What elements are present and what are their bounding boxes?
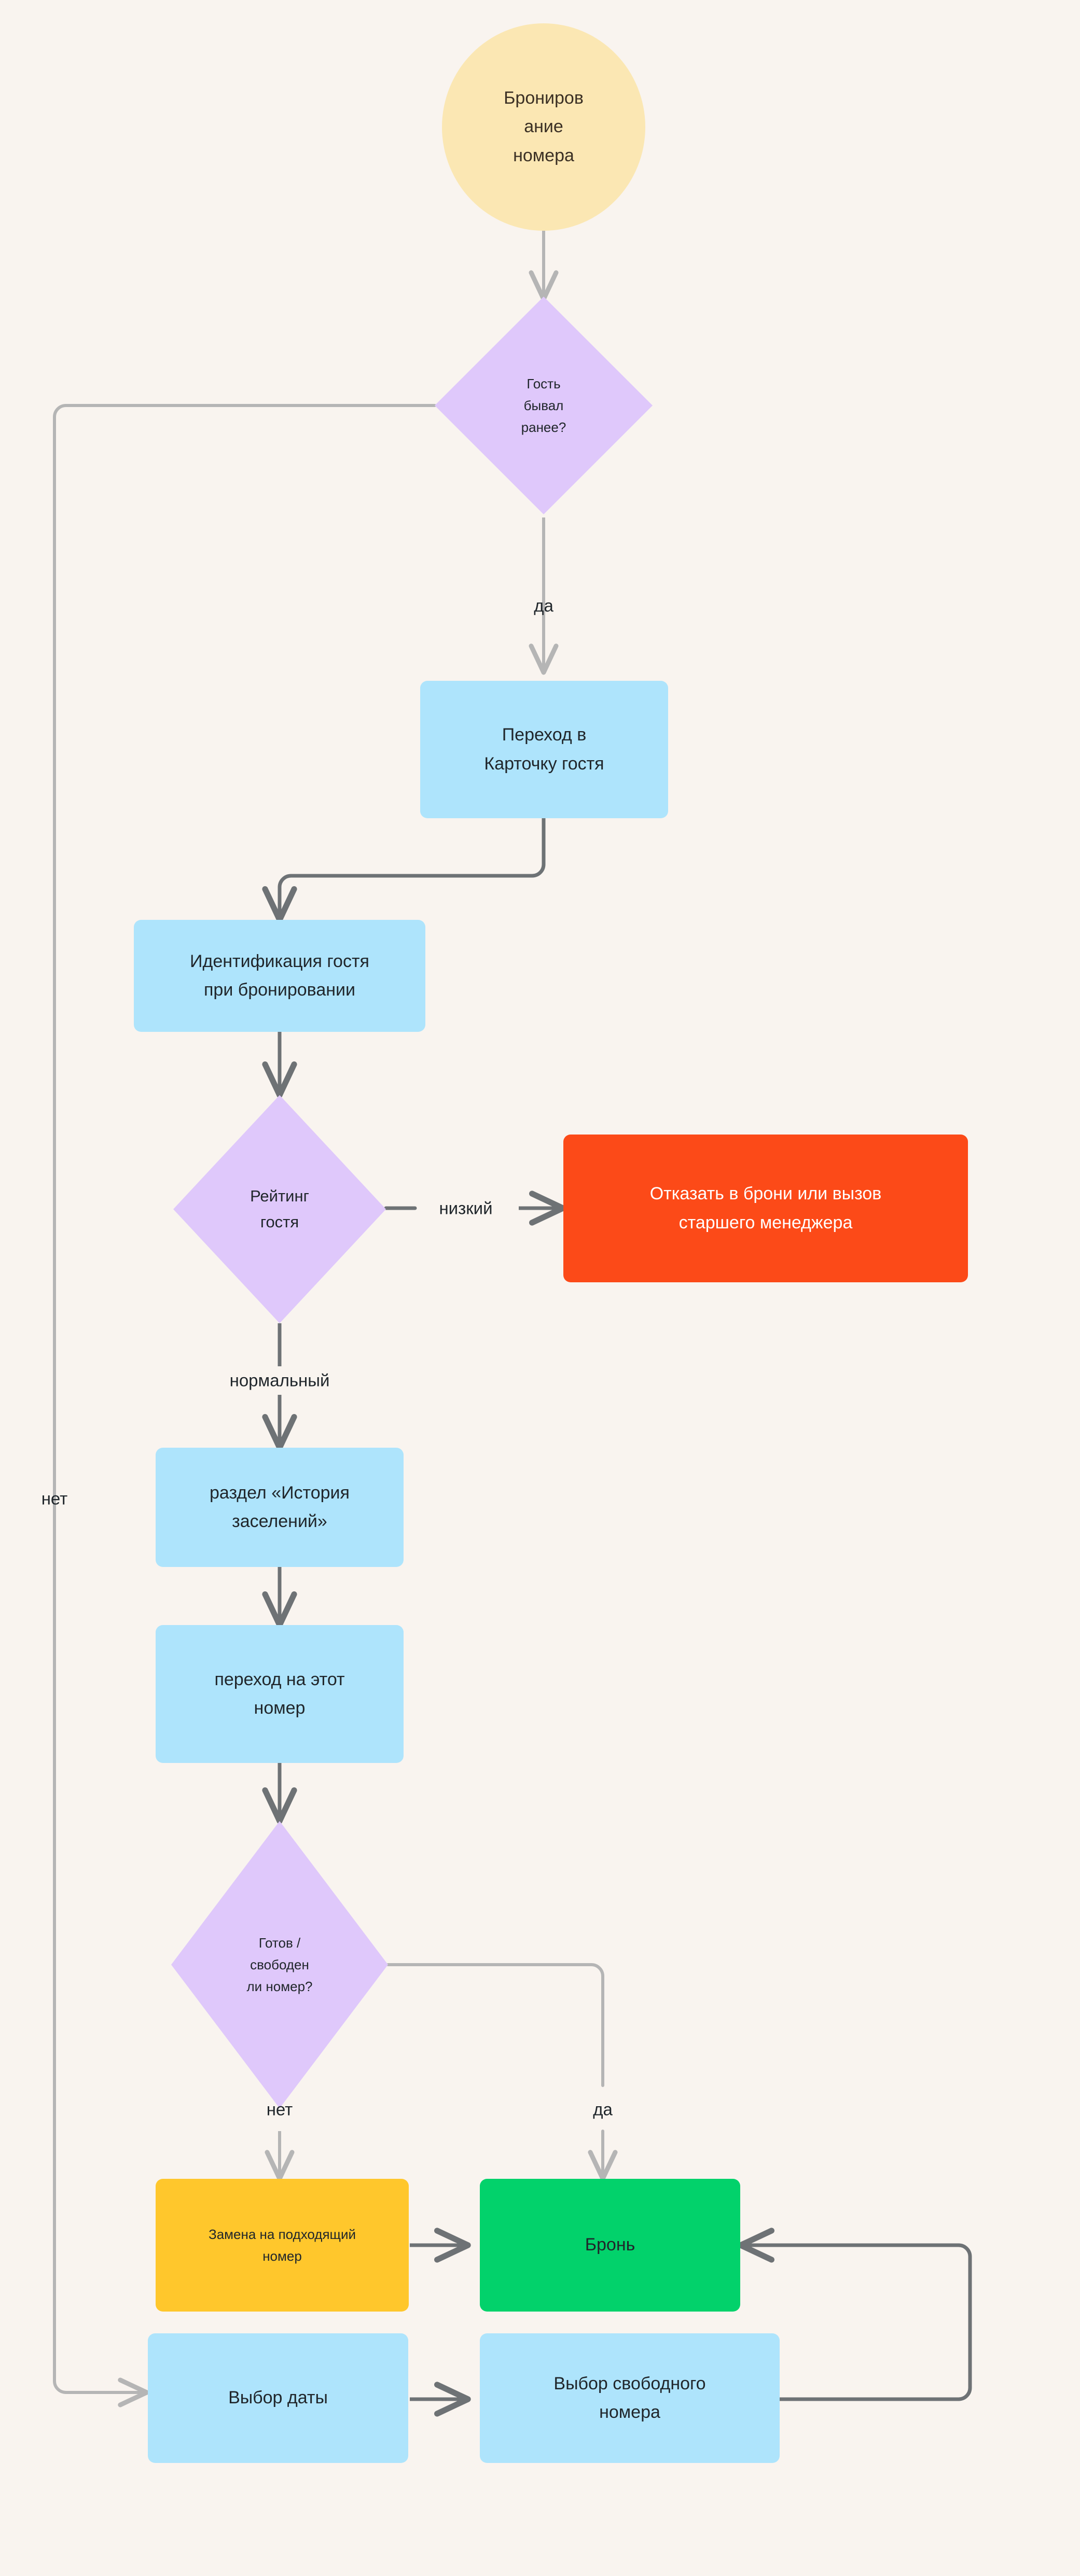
- node-replace-with-suitable-room-label: Замена на подходящий номер: [208, 2226, 356, 2264]
- node-refuse-or-call-manager[interactable]: Отказать в брони или вызов старшего мене…: [563, 1135, 968, 1282]
- node-pick-date[interactable]: Выбор даты: [148, 2333, 408, 2463]
- node-pick-free-room-label: Выбор свободного номера: [553, 2373, 706, 2422]
- node-booking[interactable]: Бронь: [480, 2179, 740, 2312]
- node-open-guest-card-label: Переход в Карточку гостя: [484, 725, 604, 774]
- edge-room-yes: [386, 1963, 603, 2178]
- node-open-guest-card[interactable]: Переход в Карточку гостя: [420, 681, 668, 818]
- edge-label-rating-normal: нормальный: [229, 1370, 330, 1390]
- node-pick-date-label: Выбор даты: [228, 2388, 328, 2408]
- node-room-ready-free[interactable]: Готов / свободен ли номер?: [171, 1821, 388, 2108]
- edge-label-room-no: нет: [266, 2099, 293, 2119]
- node-guest-seen-before-label: Гость бывал ранее?: [521, 375, 566, 436]
- edge-guest-seen-no: [53, 404, 436, 2407]
- node-replace-with-suitable-room[interactable]: Замена на подходящий номер: [156, 2179, 409, 2312]
- node-pick-free-room[interactable]: Выбор свободного номера: [480, 2333, 780, 2463]
- edge-label-no-seen-before: нет: [41, 1489, 68, 1508]
- node-go-to-this-room[interactable]: переход на этот номер: [156, 1625, 404, 1763]
- node-refuse-or-call-manager-label: Отказать в брони или вызов старшего мене…: [649, 1184, 882, 1233]
- node-room-ready-free-label: Готов / свободен ли номер?: [246, 1935, 313, 1995]
- node-guest-seen-before[interactable]: Гость бывал ранее?: [435, 297, 653, 514]
- node-guest-rating-label: Рейтинг гостя: [250, 1186, 309, 1231]
- node-booking-label: Бронь: [585, 2235, 635, 2255]
- node-guest-rating[interactable]: Рейтинг гостя: [173, 1095, 386, 1323]
- node-identify-guest[interactable]: Идентификация гостя при бронировании: [134, 920, 425, 1032]
- edge-label-rating-low: низкий: [439, 1198, 493, 1218]
- node-checkin-history-section-label: раздел «История заселений»: [210, 1482, 350, 1531]
- node-checkin-history-section[interactable]: раздел «История заселений»: [156, 1448, 404, 1567]
- node-start[interactable]: Брониров ание номера: [442, 23, 645, 231]
- node-identify-guest-label: Идентификация гостя при бронировании: [190, 951, 369, 1000]
- node-start-label: Брониров ание номера: [504, 88, 584, 165]
- node-go-to-this-room-label: переход на этот номер: [214, 1669, 345, 1718]
- edge-card-to-identify: [262, 816, 546, 923]
- edge-label-yes-seen-before: да: [534, 596, 553, 615]
- edge-label-room-yes: да: [593, 2099, 613, 2119]
